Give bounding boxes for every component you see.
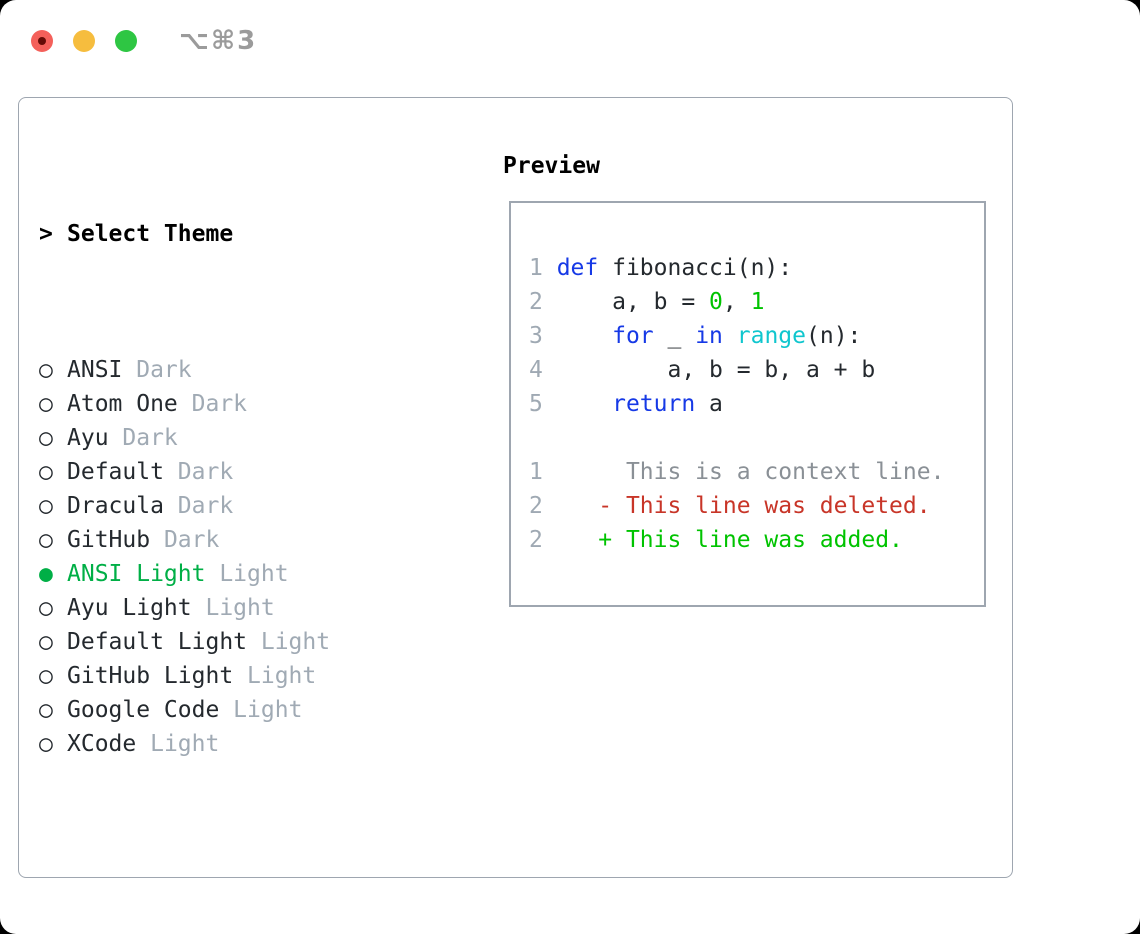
code-line: 2 - This line was deleted. [529, 493, 931, 519]
minimize-button[interactable] [73, 30, 95, 52]
option-label: ANSI [67, 357, 123, 383]
option-label: Dracula [67, 493, 164, 519]
theme-option[interactable]: ○ ANSI Dark [39, 353, 489, 387]
titlebar: ⌥⌘3 [31, 26, 257, 56]
option-label: Atom One [67, 391, 178, 417]
option-variant-label: Light [219, 697, 303, 723]
theme-picker-panel: > Select Theme ○ ANSI Dark ○ Atom One Dark ○ A… [18, 97, 1013, 878]
radio-unselected-icon: ○ [39, 459, 53, 485]
option-variant-label: Light [233, 663, 317, 689]
code-line: 1 def fibonacci(n): [529, 255, 793, 281]
option-variant-label: Dark [177, 391, 248, 417]
radio-unselected-icon: ○ [39, 391, 53, 417]
code-line: 3 for _ in range(n): [529, 323, 862, 349]
option-label: GitHub Light [67, 663, 234, 689]
code-line: 5 return a [529, 391, 723, 417]
option-label: Ayu [67, 425, 109, 451]
close-button[interactable] [31, 30, 53, 52]
theme-option[interactable]: ○ Atom One Dark [39, 387, 489, 421]
zoom-button[interactable] [115, 30, 137, 52]
code-line: 2 a, b = 0, 1 [529, 289, 765, 315]
radio-unselected-icon: ○ [39, 493, 53, 519]
option-variant-label: Dark [163, 459, 234, 485]
prompt-icon: > [39, 221, 53, 247]
code-line: 2 + This line was added. [529, 527, 903, 553]
option-variant-label: Dark [163, 493, 234, 519]
preview-title: Preview [503, 153, 600, 179]
option-label: Default Light [67, 629, 248, 655]
theme-option[interactable]: ○ Dracula Dark [39, 489, 489, 523]
theme-option[interactable]: ○ Default Dark [39, 455, 489, 489]
option-label: XCode [67, 731, 137, 757]
theme-option[interactable]: ○ GitHub Dark [39, 523, 489, 557]
theme-option[interactable]: ○ Default Light Light [39, 625, 489, 659]
theme-option[interactable]: ○ Ayu Dark [39, 421, 489, 455]
code-line [529, 421, 984, 455]
option-label: Google Code [67, 697, 220, 723]
radio-selected-icon: ● [39, 561, 53, 587]
theme-option[interactable]: ○ GitHub Light Light [39, 659, 489, 693]
radio-unselected-icon: ○ [39, 697, 53, 723]
radio-unselected-icon: ○ [39, 663, 53, 689]
option-variant-label: Light [136, 731, 220, 757]
option-variant-label: Dark [150, 527, 220, 553]
radio-unselected-icon: ○ [39, 357, 53, 383]
option-label: Ayu Light [67, 595, 192, 621]
option-label: GitHub [67, 527, 151, 553]
theme-option[interactable]: ● ANSI Light Light [39, 557, 489, 591]
radio-unselected-icon: ○ [39, 629, 53, 655]
option-variant-label: Dark [122, 357, 192, 383]
option-label: ANSI Light [67, 561, 206, 587]
theme-preview-box: 1 def fibonacci(n): 2 a, b = 0, 1 3 for _ … [509, 201, 986, 607]
radio-unselected-icon: ○ [39, 425, 53, 451]
theme-option[interactable]: ○ Google Code Light [39, 693, 489, 727]
spacer [39, 863, 489, 897]
option-variant-label: Dark [108, 425, 178, 451]
theme-list: ○ ANSI Dark ○ Atom One Dark ○ Ayu Dark ○ Defaul… [39, 353, 489, 761]
select-theme-title: Select Theme [67, 221, 234, 247]
select-theme-header: > Select Theme [39, 217, 489, 251]
window-title: ⌥⌘3 [179, 26, 258, 56]
theme-option[interactable]: ○ Ayu Light Light [39, 591, 489, 625]
modified-dot-icon [38, 37, 46, 45]
radio-unselected-icon: ○ [39, 595, 53, 621]
option-variant-label: Light [191, 595, 275, 621]
option-variant-label: Light [205, 561, 289, 587]
theme-selector-column: > Select Theme ○ ANSI Dark ○ Atom One Dark ○ A… [39, 149, 489, 934]
radio-unselected-icon: ○ [39, 527, 53, 553]
theme-option[interactable]: ○ XCode Light [39, 727, 489, 761]
option-variant-label: Light [247, 629, 331, 655]
code-line: 4 a, b = b, a + b [529, 357, 876, 383]
option-label: Default [67, 459, 164, 485]
code-line: 1 This is a context line. [529, 459, 945, 485]
radio-unselected-icon: ○ [39, 731, 53, 757]
